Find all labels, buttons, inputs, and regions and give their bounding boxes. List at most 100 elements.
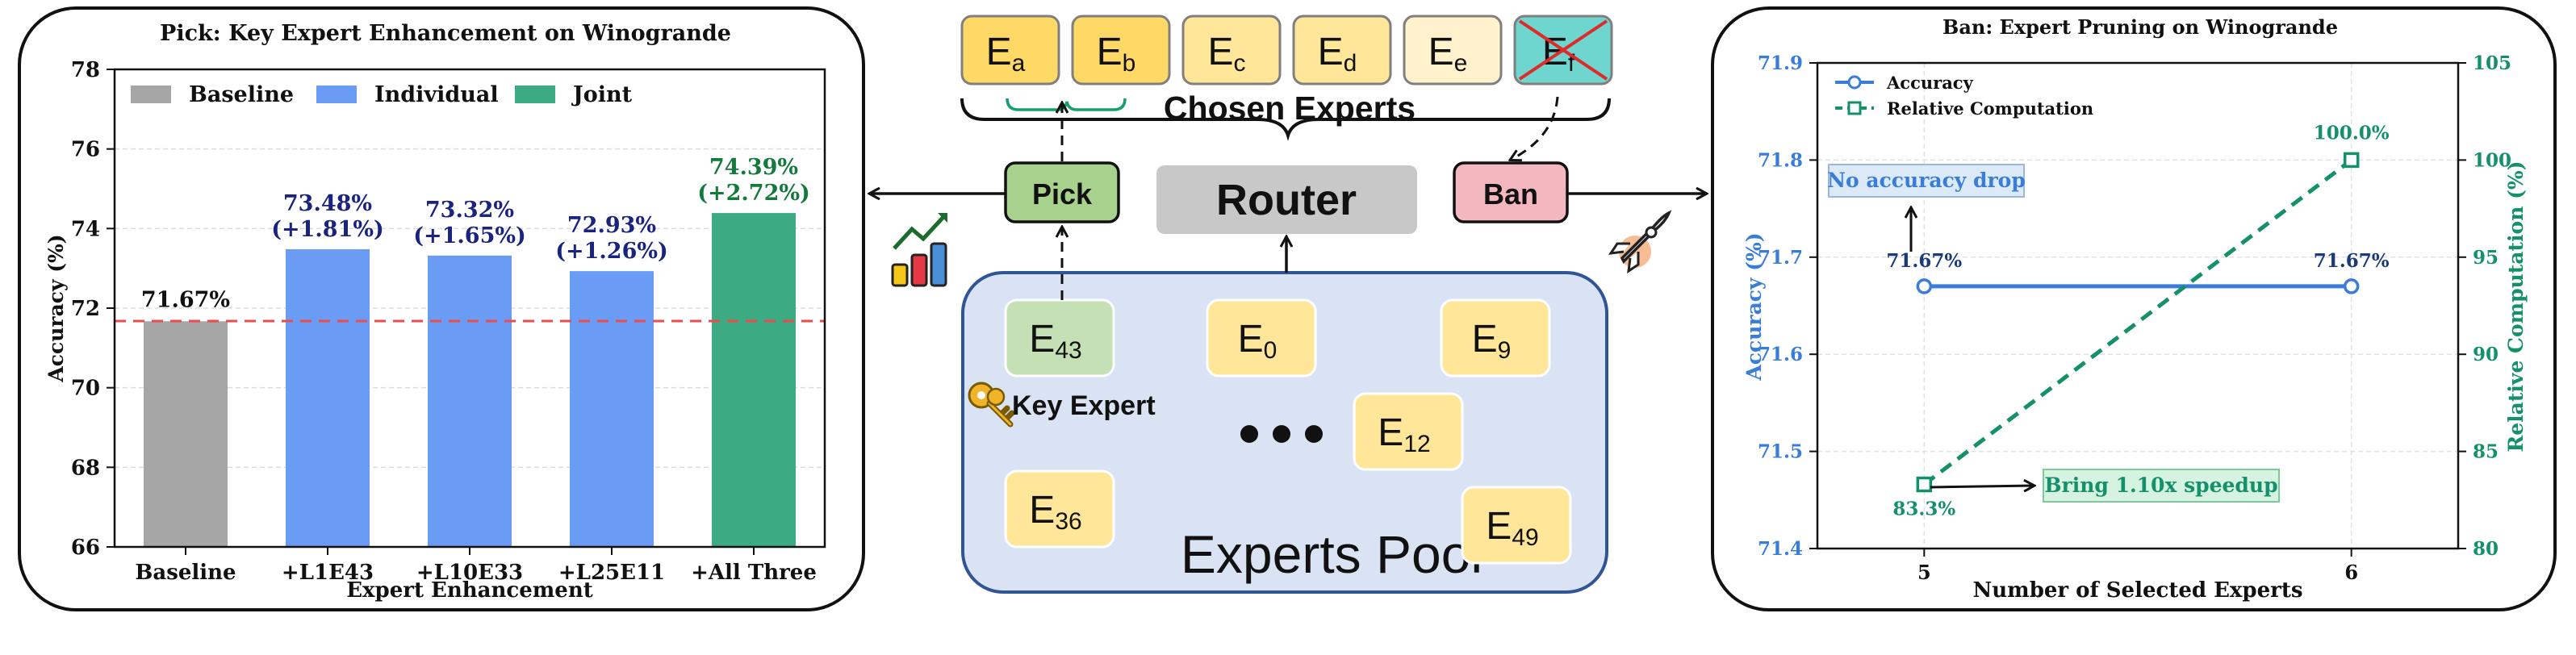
pool-expert-bg [1353, 392, 1464, 471]
legend-label-baseline: Baseline [189, 82, 294, 107]
right-y-tick-label-left: 71.8 [1758, 149, 1803, 171]
pool-expert-0: E0 [1206, 298, 1317, 378]
expert-box-bg [960, 15, 1060, 86]
left-x-axis-label: Expert Enhancement [346, 578, 593, 603]
right-y-tick-label-right: 85 [2473, 441, 2499, 463]
pool-expert-label: E36 [1029, 489, 1081, 535]
legend-swatch-baseline [131, 86, 171, 103]
computation-point-label: 100.0% [2314, 122, 2390, 144]
ellipsis-dot [1273, 425, 1290, 443]
pool-expert-bg [1206, 298, 1317, 378]
right-y-tick-label-right: 80 [2473, 538, 2499, 560]
ellipsis-dot [1240, 425, 1258, 443]
left-x-tick-label: +L10E33 [416, 561, 523, 585]
expert-box-label: Ed [1318, 31, 1357, 77]
left-bars [144, 213, 796, 547]
right-legend: Accuracy Relative Computation [1835, 73, 2093, 119]
left-x-tick-label: +L1E43 [282, 561, 374, 585]
legend-label-accuracy: Accuracy [1886, 73, 1974, 93]
speedup-text: Bring 1.10x speedup [2044, 474, 2277, 497]
left-panel: Pick: Key Expert Enhancement on Winogran… [18, 6, 865, 611]
right-y-ticks-left: 71.4 71.5 71.6 71.7 71.8 71.9 [1758, 52, 1817, 560]
right-panel-border [1711, 6, 2557, 611]
right-y-tick-label-left: 71.7 [1758, 247, 1803, 269]
bar-delta-label: (+1.26%) [555, 239, 668, 264]
expert-box-label: Eb [1097, 31, 1136, 77]
left-x-tick-label: Baseline [135, 561, 236, 585]
legend-swatch-joint [515, 86, 555, 103]
expert-box-label: Ea [986, 31, 1026, 77]
bar-baseline [144, 321, 228, 547]
left-y-tick-label: 78 [71, 58, 100, 82]
bar-value-label: 72.93% [567, 213, 656, 238]
right-y-axis-label-left: Accuracy (%) [1742, 232, 1766, 381]
accuracy-point-label: 71.67% [1886, 250, 1962, 272]
speedup-box [2043, 469, 2280, 503]
computation-line [1922, 158, 2353, 486]
pool-expert-label: E0 [1238, 318, 1278, 364]
accuracy-point [2343, 278, 2360, 294]
legend-label-computation: Relative Computation [1887, 98, 2093, 119]
pool-expert-bg [1440, 298, 1551, 378]
pool-expert-label: E12 [1378, 411, 1430, 457]
right-y-tick-label-right: 100 [2473, 149, 2511, 171]
right-x-tick-label: 6 [2344, 561, 2358, 584]
chosen-experts-label: Chosen Experts [1164, 90, 1416, 127]
legend-label-joint: Joint [571, 82, 633, 107]
bar-value-label: 73.32% [425, 198, 514, 223]
key-expert-label: Key Expert [1012, 390, 1156, 421]
right-y-tick-label-left: 71.5 [1758, 441, 1803, 463]
right-y-axis-label-right: Relative Computation (%) [2504, 161, 2528, 453]
left-x-tick-label: +All Three [691, 561, 817, 585]
router-box [1156, 165, 1417, 234]
right-y-tick-label-left: 71.9 [1758, 52, 1803, 74]
right-y-tick-label-left: 71.4 [1758, 538, 1803, 560]
no-accuracy-drop-text: No accuracy drop [1827, 169, 2026, 192]
right-y-tick-label-left: 71.6 [1758, 344, 1803, 365]
pool-expert-43: E43 [1004, 298, 1115, 378]
bar-l10e33 [428, 255, 512, 547]
right-plot-frame [1816, 61, 2460, 550]
computation-point-label: 83.3% [1892, 499, 1955, 520]
pick-box [1004, 161, 1120, 223]
left-x-tick-label: +L25E11 [558, 561, 665, 585]
left-chart-title: Pick: Key Expert Enhancement on Winogran… [160, 21, 731, 46]
no-accuracy-drop-box [1828, 164, 2025, 198]
pick-label: Pick [1032, 177, 1093, 211]
right-series [1916, 152, 2360, 493]
left-y-axis-label: Accuracy (%) [44, 234, 68, 382]
right-y-tick-label-right: 95 [2473, 247, 2499, 269]
right-y-tick-label-right: 90 [2473, 344, 2499, 365]
pool-expert-label: E49 [1486, 505, 1538, 551]
legend-marker-accuracy [1847, 75, 1862, 90]
arrow-ef-to-ban [1511, 96, 1559, 160]
expert-box-bg [1403, 15, 1503, 86]
rocket-icon [1608, 210, 1672, 274]
left-legend: Baseline Individual Joint [131, 82, 633, 107]
expert-box-e: Ee [1403, 15, 1503, 86]
bar-l1e43 [286, 248, 370, 547]
right-panel: Ban: Expert Pruning on Winogrande 71.471… [1711, 6, 2557, 611]
key-icon [968, 382, 1015, 428]
ellipsis-dot [1305, 425, 1323, 443]
left-y-tick-label: 66 [71, 536, 100, 560]
expert-box-bg [1071, 15, 1171, 86]
expert-box-b: Eb [1071, 15, 1171, 86]
computation-point [2343, 152, 2360, 169]
expert-box-bg [1292, 15, 1392, 86]
accuracy-point-label: 71.67% [2314, 250, 2390, 272]
legend-marker-computation [1847, 101, 1862, 115]
left-y-tick-label: 72 [71, 297, 100, 321]
bar-value-label: 74.39% [709, 155, 798, 180]
bar-chart-growth-icon [891, 213, 947, 287]
chosen-experts-brace [960, 98, 1611, 141]
accuracy-point [1916, 278, 1933, 294]
ban-label: Ban [1483, 177, 1538, 211]
left-y-tick-label: 74 [71, 217, 100, 241]
pool-expert-bg [1461, 486, 1572, 565]
